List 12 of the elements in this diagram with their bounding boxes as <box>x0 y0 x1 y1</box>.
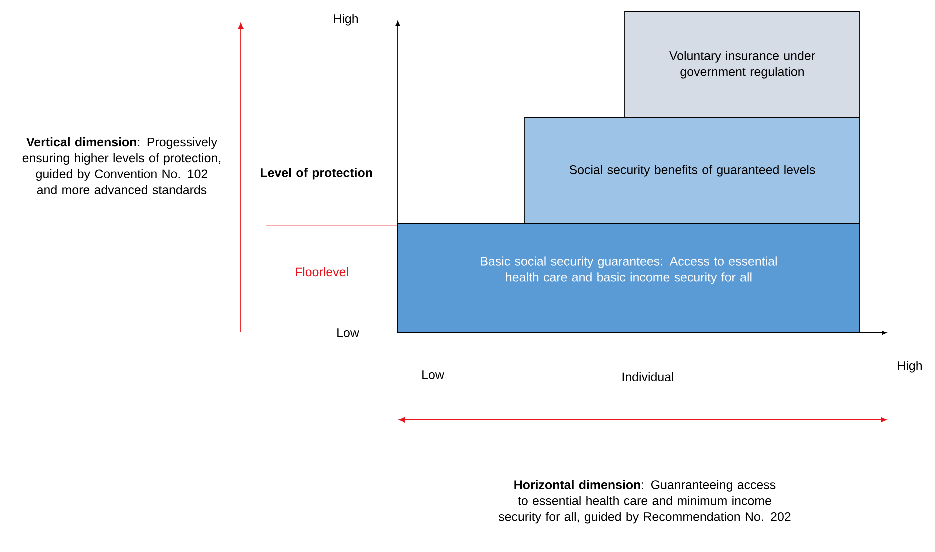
floor-label: Floorlevel <box>296 267 348 277</box>
axis-label: High <box>334 14 358 26</box>
axis-title: Individual <box>622 372 674 382</box>
dimension-description: Horizontal dimension: Guanranteeing access to essential health care and minimum income security for all, guided by Recommendation No. 202 <box>498 480 791 524</box>
dimension-description: Vertical dimension: Progessively ensuring higher levels of protection, guided by Convention No. 102 and more advanced standards <box>22 138 221 194</box>
level-box: Basic social security guarantees: Access to essential health care and basic income security for all <box>398 224 860 334</box>
axis-label: High <box>898 361 922 373</box>
axis-label: Low <box>338 328 360 338</box>
level-box: Social security benefits of guaranteed levels <box>524 118 860 224</box>
axis-label: Low <box>422 370 444 380</box>
level-box: Voluntary insurance under government regulation <box>624 12 860 118</box>
axis-title: Level of protection <box>261 168 372 180</box>
